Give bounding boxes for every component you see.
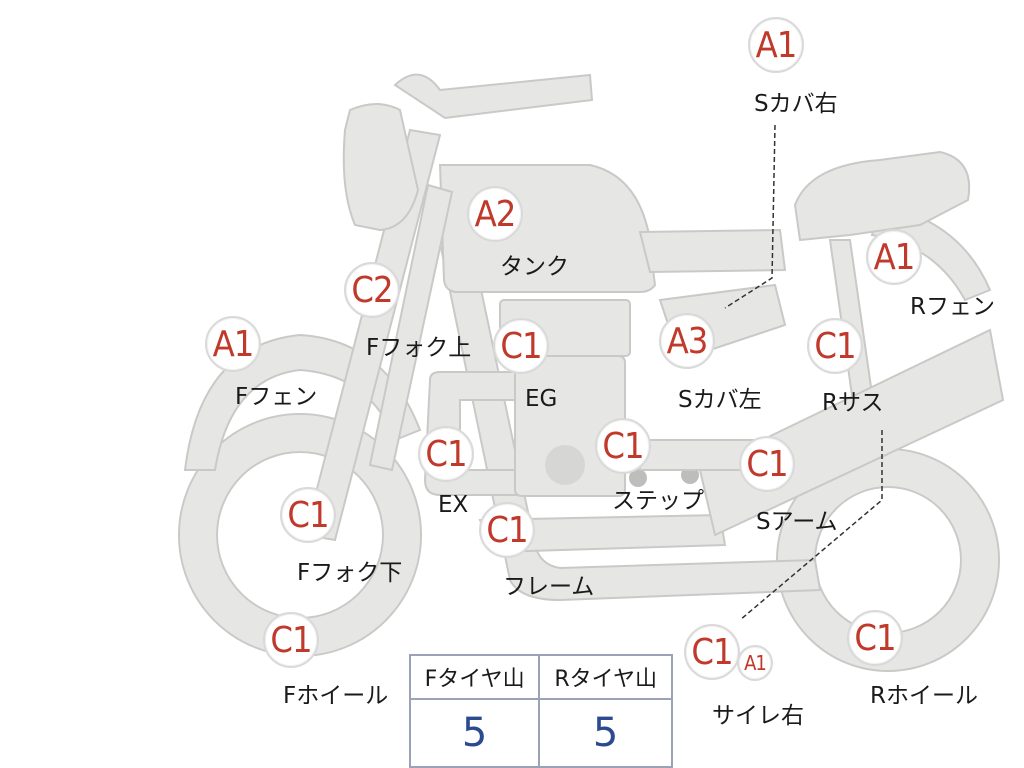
rank-badge-f-fork-lower: C1 [280, 487, 336, 543]
label-s-cover-left: Sカバ左 [678, 387, 762, 413]
rank-badge-f-wheel: C1 [263, 612, 319, 668]
rank-badge-tank: A2 [467, 186, 523, 242]
label-tank: タンク [500, 254, 569, 280]
rank-badge-engine: C1 [493, 318, 549, 374]
rank-badge-f-fender: A1 [205, 316, 261, 372]
label-f-fender: Fフェン [235, 384, 318, 410]
rank-badge-swing-arm: C1 [739, 436, 795, 492]
label-exhaust: EX [438, 492, 469, 518]
label-s-cover-right: Sカバ右 [754, 91, 838, 117]
rank-badge-r-wheel: C1 [847, 610, 903, 666]
label-f-wheel: Fホイール [283, 683, 389, 709]
label-step: ステップ [612, 488, 704, 514]
value-r-tire-tread: 5 [538, 698, 673, 768]
rank-badge-s-cover-left: A3 [659, 313, 715, 369]
rank-badge-s-cover-right: A1 [748, 17, 804, 73]
label-f-fork-upper: Fフォク上 [366, 335, 472, 361]
rank-badge-r-suspension: C1 [807, 318, 863, 374]
label-r-wheel: Rホイール [870, 683, 978, 709]
label-r-fender: Rフェン [910, 294, 995, 320]
header-r-tire-tread: Rタイヤ山 [538, 654, 673, 700]
header-f-tire-tread: Fタイヤ山 [408, 654, 541, 700]
rank-badge-silencer-right: C1 [684, 624, 740, 680]
tire-tread-table: Fタイヤ山 Rタイヤ山 5 5 [408, 654, 673, 768]
leader-line-s-cover-right [724, 124, 776, 309]
rank-badge-exhaust: C1 [418, 426, 474, 482]
leader-line-silencer-right [739, 430, 883, 621]
rank-badge-r-fender: A1 [866, 229, 922, 285]
rank-badge-silencer-right-secondary: A1 [737, 645, 773, 681]
label-swing-arm: Sアーム [756, 509, 838, 535]
headlight-shape [342, 103, 420, 232]
rank-badge-frame: C1 [479, 502, 535, 558]
seat-shape [793, 150, 971, 242]
label-r-suspension: Rサス [822, 390, 884, 416]
side-cover-shape [638, 228, 787, 274]
rank-badge-step: C1 [595, 418, 651, 474]
front-fork-shape [303, 128, 442, 542]
rank-badge-f-fork-upper: C2 [344, 262, 400, 318]
value-f-tire-tread: 5 [408, 698, 541, 768]
label-silencer-right: サイレ右 [712, 703, 804, 729]
label-frame: フレーム [503, 574, 595, 600]
label-f-fork-lower: Fフォク下 [297, 560, 403, 586]
label-engine: EG [525, 386, 558, 412]
handlebar-shape [393, 73, 594, 120]
